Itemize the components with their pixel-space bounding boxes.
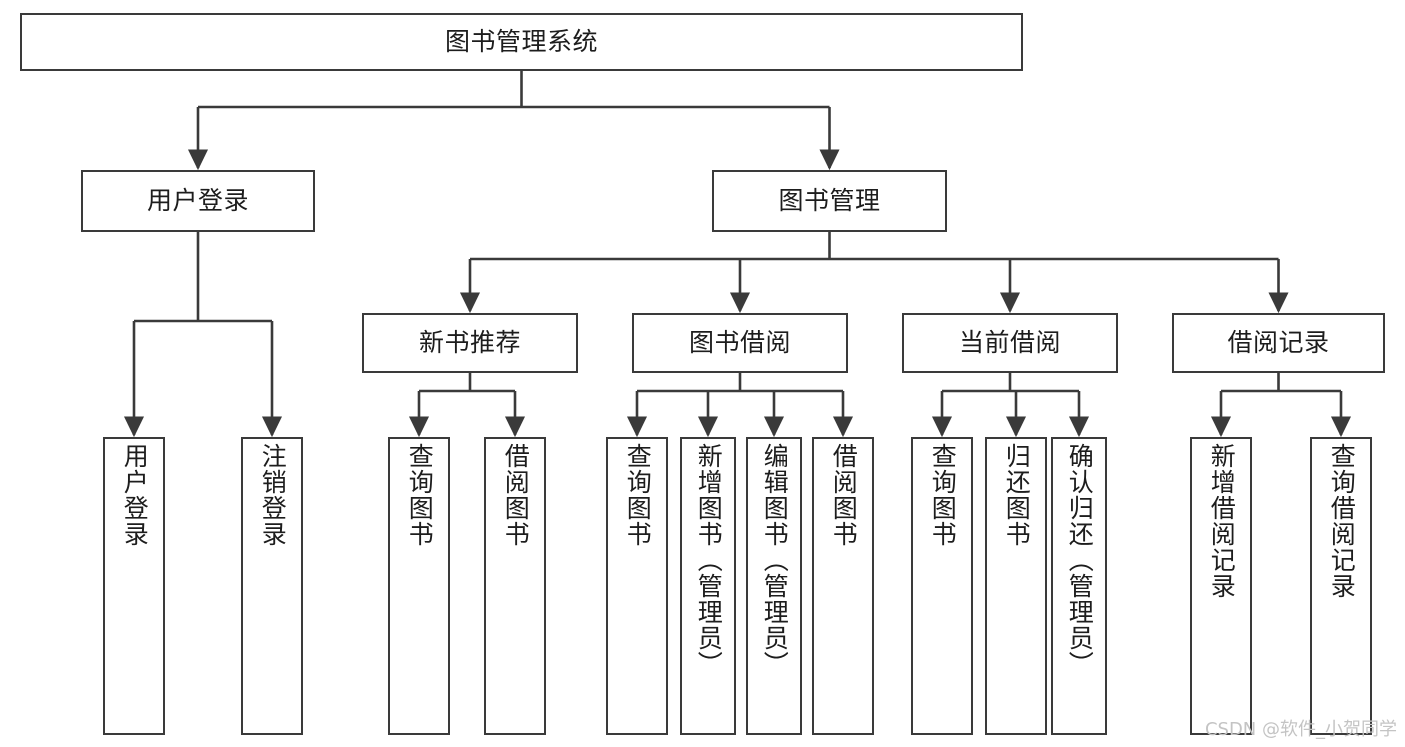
- node-l1[interactable]: 用户登录: [103, 437, 165, 735]
- node-l2[interactable]: 注销登录: [241, 437, 303, 735]
- node-label: 编辑图书（管理员）: [760, 443, 790, 677]
- edge-paths: [123, 71, 1352, 438]
- node-label: 用户登录: [146, 186, 249, 215]
- node-root[interactable]: 图书管理系统: [20, 13, 1023, 71]
- node-label: 查询图书: [405, 443, 435, 547]
- node-label: 查询借阅记录: [1327, 443, 1357, 599]
- node-l12[interactable]: 新增借阅记录: [1190, 437, 1252, 735]
- node-borrow[interactable]: 图书借阅: [632, 313, 848, 373]
- node-label: 借阅图书: [829, 443, 859, 547]
- node-label: 借阅记录: [1227, 328, 1330, 357]
- node-l9[interactable]: 查询图书: [911, 437, 973, 735]
- node-login[interactable]: 用户登录: [81, 170, 315, 232]
- node-l4[interactable]: 借阅图书: [484, 437, 546, 735]
- node-bookmgmt[interactable]: 图书管理: [712, 170, 947, 232]
- node-l10[interactable]: 归还图书: [985, 437, 1047, 735]
- node-label: 新增借阅记录: [1207, 443, 1237, 599]
- node-newbook[interactable]: 新书推荐: [362, 313, 578, 373]
- node-label: 注销登录: [258, 443, 288, 547]
- node-l8[interactable]: 借阅图书: [812, 437, 874, 735]
- node-label: 图书借阅: [688, 328, 791, 357]
- node-label: 借阅图书: [501, 443, 531, 547]
- node-l6[interactable]: 新增图书（管理员）: [680, 437, 736, 735]
- node-l13[interactable]: 查询借阅记录: [1310, 437, 1372, 735]
- node-label: 图书管理: [778, 186, 881, 215]
- node-label: 用户登录: [120, 443, 150, 547]
- node-label: 图书管理系统: [444, 27, 598, 56]
- node-label: 查询图书: [623, 443, 653, 547]
- node-l5[interactable]: 查询图书: [606, 437, 668, 735]
- node-records[interactable]: 借阅记录: [1172, 313, 1385, 373]
- node-current[interactable]: 当前借阅: [902, 313, 1118, 373]
- node-label: 确认归还（管理员）: [1065, 443, 1095, 677]
- node-l11[interactable]: 确认归还（管理员）: [1051, 437, 1107, 735]
- node-label: 当前借阅: [958, 328, 1061, 357]
- node-label: 归还图书: [1002, 443, 1032, 547]
- node-label: 新增图书（管理员）: [694, 443, 724, 677]
- node-l7[interactable]: 编辑图书（管理员）: [746, 437, 802, 735]
- node-label: 查询图书: [928, 443, 958, 547]
- watermark: CSDN @软件_小贺同学: [1204, 719, 1397, 740]
- node-l3[interactable]: 查询图书: [388, 437, 450, 735]
- node-label: 新书推荐: [418, 328, 521, 357]
